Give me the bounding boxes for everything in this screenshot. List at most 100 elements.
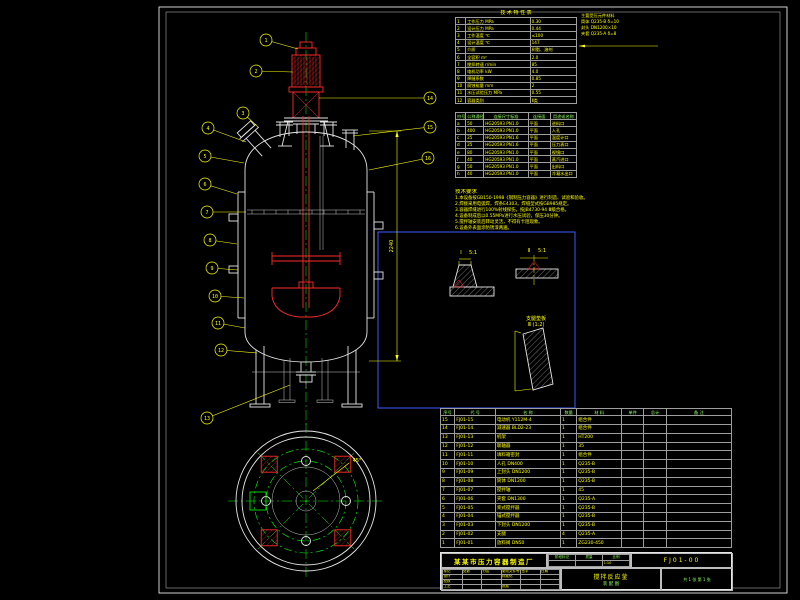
svg-text:15: 15: [427, 125, 433, 131]
column-header: 名 称: [494, 408, 562, 417]
column-header: 备 注: [665, 408, 732, 417]
anchor-impeller: [271, 281, 341, 318]
part-callout: 10: [208, 289, 245, 303]
detail3-label: 支腿垫板: [526, 315, 546, 322]
leg-pads: [260, 455, 352, 547]
sheet-note: 共 1 张 第 1 张: [683, 576, 711, 582]
technical-notes: 技术要求 1.本设备按GB150-1998《钢制压力容器》进行制造、试验和验收。…: [455, 189, 670, 233]
revision-grid: 标记处数分区更改文件号签字日期设计标准化校核工艺批准: [441, 568, 561, 591]
detail1-label: Ⅰ: [460, 250, 461, 256]
factory-name: 某某市压力容器制造厂: [454, 557, 534, 566]
top-nozzles: [236, 120, 358, 157]
height-dim-text: 2240: [389, 240, 395, 253]
notes-lines: 1.本设备按GB150-1998《钢制压力容器》进行制造、试验和验收。2.焊接采…: [455, 196, 670, 232]
vessel-shell: [244, 131, 368, 363]
svg-text:13: 13: [204, 416, 210, 422]
svg-text:8: 8: [208, 238, 211, 244]
text-line: 1.本设备按GB150-1998《钢制压力容器》进行制造、试验和验收。: [455, 196, 588, 201]
plan-angle-leader: 45°: [312, 458, 362, 492]
text-line: 3.容器焊缝进行100%射线探伤，按JB4730-94 Ⅲ级合格。: [455, 208, 570, 213]
jacket: [228, 191, 384, 319]
column-header: 总计: [643, 408, 667, 417]
weld-detail-2: Ⅱ 5:1: [515, 248, 559, 285]
table-row: 1:10: [548, 560, 630, 567]
weld-detail-1: Ⅰ 5:1: [449, 250, 495, 297]
product-name: 搅拌反应釜: [593, 574, 629, 581]
detail2-label: Ⅱ: [528, 248, 530, 254]
internal-tray: [247, 209, 365, 215]
part-callout: 13: [200, 384, 291, 425]
agitator-drive: [288, 41, 324, 119]
centerlines: [228, 32, 384, 579]
svg-text:10: 10: [212, 294, 218, 300]
part-callout: 12: [214, 343, 258, 357]
part-callout: 15: [352, 120, 437, 137]
drawing-number: FJ01-00: [663, 557, 701, 564]
column-header: 符号: [455, 112, 467, 121]
text-line: 6.设备外表面涂防锈漆两遍。: [455, 226, 512, 231]
detail3-scale: Ⅲ (1:2): [528, 322, 545, 328]
part-callout: 5: [198, 149, 245, 164]
text-line: 2.焊接采用电弧焊，焊条E4303，焊缝型式按GB985规定。: [455, 202, 572, 207]
part-callout: 3: [236, 106, 259, 128]
manhole-nozzle: [236, 120, 272, 157]
svg-text:12: 12: [218, 348, 224, 354]
column-header: 单件: [621, 408, 645, 417]
column-header: 代 号: [454, 408, 496, 417]
part-callout: 7: [200, 205, 246, 219]
svg-text:2: 2: [254, 69, 257, 75]
angle-label: 45°: [353, 458, 362, 464]
svg-text:6: 6: [203, 182, 206, 188]
paddle-impeller: [271, 252, 341, 265]
agitator-shaft: [302, 116, 310, 308]
part-callout: 8: [203, 233, 238, 247]
doc-type: 装 配 图: [602, 582, 620, 587]
text-line: 主要受压元件材料: [581, 13, 615, 18]
part-callout: 2: [249, 64, 294, 78]
part-callout: 4: [201, 121, 247, 143]
svg-text:9: 9: [210, 266, 213, 272]
text-line: 4.设备制成后以0.55MPa进行水压试验，保压30分钟。: [455, 214, 563, 219]
text-line: 5.搅拌轴安装后转动灵活，不得有卡阻现象。: [455, 220, 543, 225]
svg-text:1: 1: [264, 38, 267, 44]
svg-text:7: 7: [205, 210, 208, 216]
part-callout: 9: [205, 261, 239, 275]
dip-tube: [319, 136, 324, 250]
side-note-leader: [579, 44, 658, 48]
column-header: 数量: [560, 408, 578, 417]
column-header: 公称通径: [465, 112, 485, 121]
svg-text:5: 5: [203, 154, 206, 160]
